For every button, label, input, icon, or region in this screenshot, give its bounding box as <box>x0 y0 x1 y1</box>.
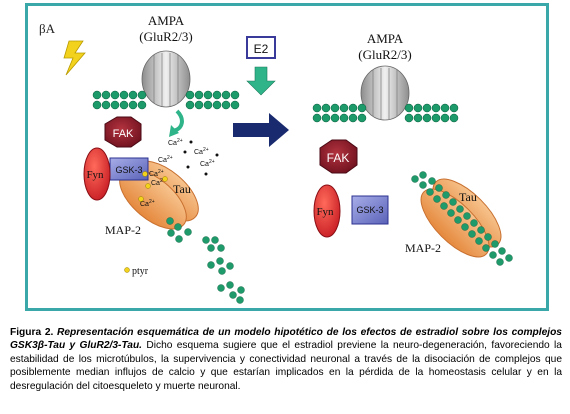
fyn-right <box>313 184 341 238</box>
calcium-label: Ca2+ <box>200 159 215 168</box>
calcium-label: Ca2+ <box>151 178 166 187</box>
pathway-figure: βA AMPA (GluR2/3) FAK GSK-3 Fyn Tau MAP-… <box>25 3 549 311</box>
gsk3-label-right: GSK-3 <box>356 205 383 215</box>
fak-label-right: FAK <box>327 151 350 165</box>
caption-body: Dicho esquema sugiere que el estradiol p… <box>10 340 562 392</box>
e2-label: E2 <box>254 42 269 56</box>
e2-down-arrow <box>246 66 276 96</box>
tau-label-left: Tau <box>173 182 191 196</box>
fyn-label-left: Fyn <box>86 169 104 181</box>
figure-frame <box>25 3 549 311</box>
tau-label-right: Tau <box>459 190 477 204</box>
membrane-right <box>312 103 459 123</box>
beta-amyloid-label: βA <box>39 21 56 36</box>
ampa-label-right: AMPA <box>367 31 404 46</box>
calcium-label: Ca2+ <box>194 147 209 156</box>
map2-label-left: MAP-2 <box>105 223 141 237</box>
fak-label-left: FAK <box>113 128 134 140</box>
ampa-receptor-right <box>360 65 410 121</box>
ampa-receptor-left <box>141 50 191 108</box>
caption-label: Figura 2. <box>10 327 54 338</box>
glur-label-left: (GluR2/3) <box>139 29 192 44</box>
calcium-label: Ca2+ <box>140 199 155 208</box>
lightning-bolt-icon <box>63 40 86 76</box>
ptyr-dots <box>138 171 168 202</box>
ptyr-legend-dot <box>124 267 130 273</box>
tau-right-second <box>420 188 490 258</box>
microtubule-dots-left <box>166 217 245 304</box>
gsk3-right <box>351 195 389 225</box>
microtubule-dots-right <box>411 171 513 266</box>
ptyr-legend-label: ptyr <box>132 266 149 277</box>
fak-right <box>319 139 358 174</box>
ampa-label-left: AMPA <box>148 13 185 28</box>
figure-caption: Figura 2. Representación esquemática de … <box>10 326 562 393</box>
calcium-label: Ca2+ <box>149 169 164 178</box>
fyn-label-right: Fyn <box>316 206 334 218</box>
calcium-label: Ca2+ <box>158 155 173 164</box>
calcium-ions: Ca2+ Ca2+ Ca2+ Ca2+ Ca2+ Ca2+ Ca2+ <box>140 138 215 208</box>
fak-left <box>104 116 142 148</box>
membrane-left <box>92 90 240 110</box>
calcium-dots <box>183 140 219 176</box>
glur-label-right: (GluR2/3) <box>358 47 411 62</box>
transition-arrow <box>233 113 289 147</box>
calcium-label: Ca2+ <box>168 138 183 147</box>
gsk3-label-left: GSK-3 <box>115 165 142 175</box>
fyn-left <box>83 147 111 201</box>
e2-box <box>246 36 276 59</box>
map2-label-right: MAP-2 <box>405 241 441 255</box>
caption-title: Representación esquemática de un modelo … <box>10 327 562 352</box>
